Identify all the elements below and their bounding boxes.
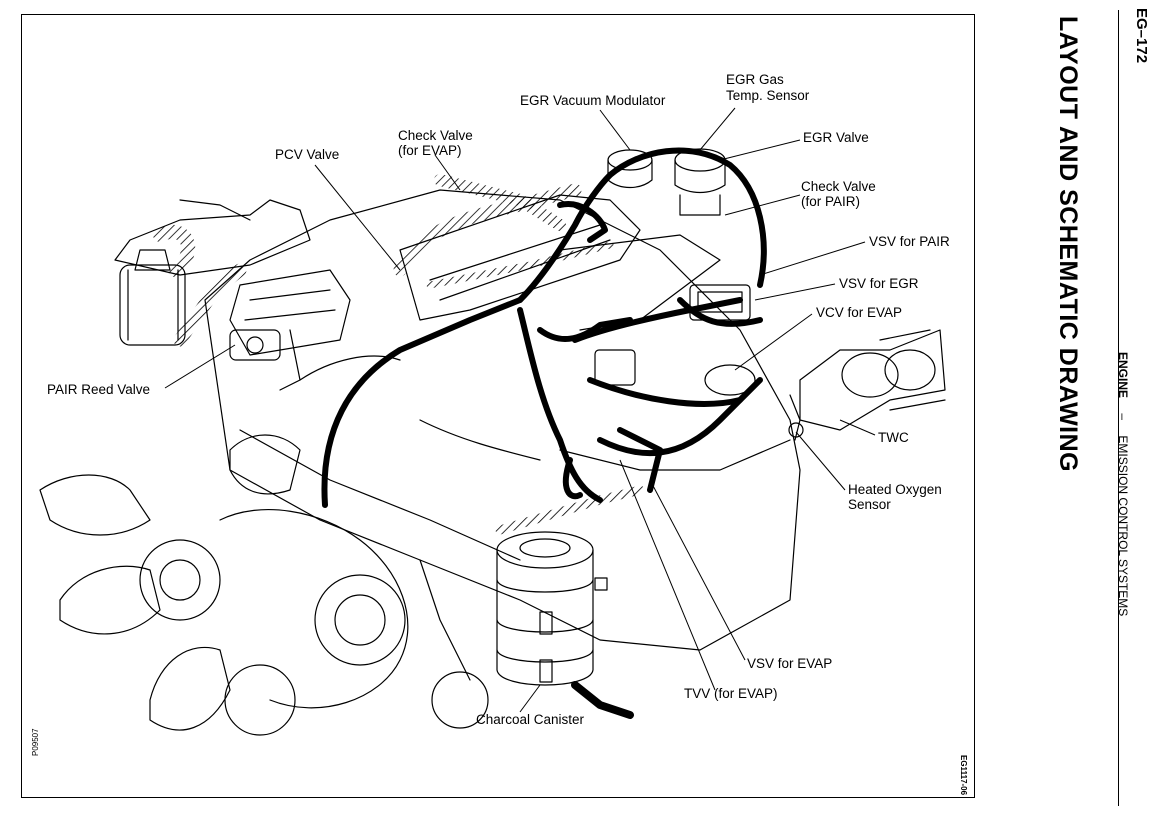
label-heated-oxygen-sensor-line1: Heated Oxygen	[848, 482, 942, 497]
label-pair-reed-valve: PAIR Reed Valve	[47, 382, 151, 397]
twc-part	[799, 329, 946, 431]
section-heading: ENGINE – EMISSION CONTROL SYSTEMS	[1116, 352, 1130, 616]
label-twc: TWC	[878, 430, 909, 445]
label-egr-gas-temp-sensor-line1: EGR Gas	[726, 72, 784, 87]
label-charcoal-canister: Charcoal Canister	[476, 712, 585, 727]
label-check-valve-pair-line2: (for PAIR)	[801, 194, 861, 209]
throttle-body	[229, 269, 351, 356]
label-vsv-egr: VSV for EGR	[839, 276, 919, 291]
page-title: LAYOUT AND SCHEMATIC DRAWING	[1054, 16, 1082, 473]
figure-frame	[21, 14, 975, 798]
vacuum-hoses	[321, 147, 767, 508]
label-check-valve-pair-line1: Check Valve	[801, 179, 876, 194]
label-tvv-evap: TVV (for EVAP)	[684, 686, 778, 701]
leader-lines	[164, 107, 876, 713]
label-egr-vacuum-modulator: EGR Vacuum Modulator	[520, 93, 666, 108]
label-check-valve-evap-line2: (for EVAP)	[398, 143, 462, 158]
label-vsv-pair: VSV for PAIR	[869, 234, 950, 249]
heated-o2-part	[789, 394, 801, 441]
figure-code-left: P09507	[31, 728, 40, 756]
charcoal-canister-part	[496, 531, 594, 686]
vsv-egr-part	[594, 349, 636, 386]
pair-reed-valve-part	[229, 329, 281, 361]
page-number: EG–172	[1133, 8, 1150, 64]
label-heated-oxygen-sensor-line2: Sensor	[848, 497, 891, 512]
label-vsv-evap: VSV for EVAP	[747, 656, 833, 671]
egr-valve-part	[674, 148, 726, 216]
label-vcv-evap: VCV for EVAP	[816, 305, 903, 320]
label-egr-valve: EGR Valve	[803, 130, 869, 145]
reservoir-tank	[119, 264, 186, 346]
cooling-fan	[39, 434, 301, 731]
section-name: EMISSION CONTROL SYSTEMS	[1116, 435, 1130, 617]
section-separator: –	[1116, 413, 1130, 421]
label-egr-gas-temp-sensor-line2: Temp. Sensor	[726, 88, 810, 103]
vsv-pair-part	[689, 284, 751, 321]
label-pcv-valve: PCV Valve	[275, 147, 340, 162]
margin-rule	[1118, 10, 1119, 806]
figure-code-right: EG1117-06	[959, 755, 968, 796]
engine-block	[204, 189, 801, 651]
section-prefix: ENGINE	[1116, 352, 1130, 399]
belt-pulleys	[219, 509, 489, 736]
vcv-evap-part	[704, 364, 756, 396]
label-check-valve-evap-line1: Check Valve	[398, 128, 473, 143]
